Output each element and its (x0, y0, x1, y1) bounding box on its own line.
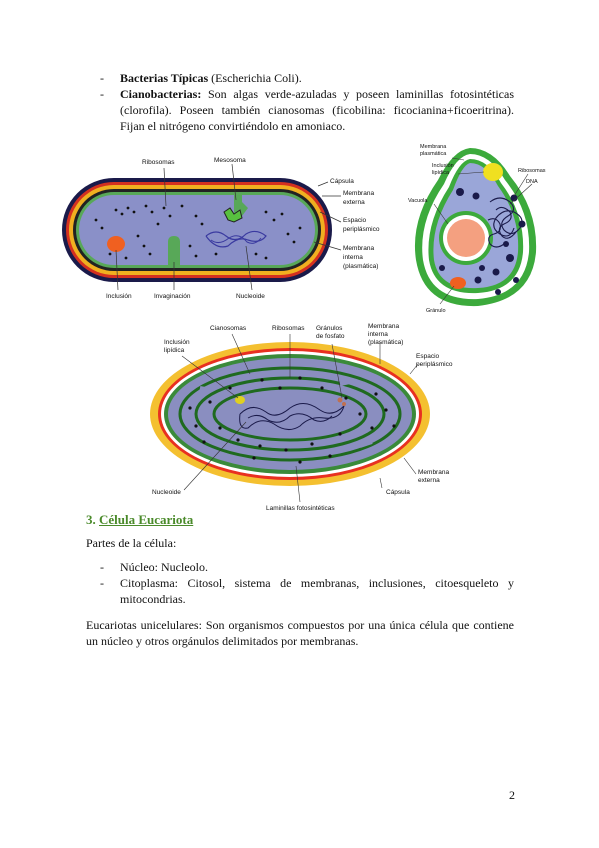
label-vacuola: Vacuola (408, 198, 428, 204)
label-nucleoide: Nucleoide (152, 489, 181, 496)
label-granulos: Gránulos (316, 325, 343, 332)
label-capsula: Cápsula (330, 178, 354, 185)
label-espacio: Espacio (416, 353, 440, 360)
cyanobacteria-cell-diagram: Membrana plasmática Inclusión lipídica R… (408, 144, 546, 314)
label-granulo: Gránulo (426, 308, 446, 314)
bullet-dash: - (100, 560, 104, 574)
bullet-dash: - (100, 71, 104, 85)
label-inclusion: Inclusión (164, 339, 190, 346)
label-membrana-interna-3: (plasmática) (343, 263, 378, 270)
list-item: - Citoplasma: Citosol, sistema de membra… (100, 575, 514, 607)
label-membrana-externa: Membrana (418, 469, 449, 476)
partes-list: - Núcleo: Nucleolo. - Citoplasma: Citoso… (100, 559, 514, 607)
granule-shape (450, 277, 466, 289)
bullet-dash: - (100, 87, 104, 101)
label-espacio-2: periplásmico (343, 226, 380, 233)
section-heading: 3. Célula Eucariota (86, 512, 193, 528)
list-item-text: Núcleo: Nucleolo. (120, 560, 208, 574)
cytoplasm-shape (79, 195, 315, 265)
intro-bullet-list: - Bacterias Típicas (Escherichia Coli). … (100, 70, 514, 134)
cyanobacteria-oval-diagram: Inclusión lipídica Cianosomas Ribosomas … (150, 323, 453, 512)
ribosome-dots (188, 376, 396, 464)
lipid-inclusion-shape (235, 396, 245, 404)
label-espacio: Espacio (343, 217, 367, 224)
eucariotas-paragraph: Eucariotas unicelulares: Son organismos … (86, 618, 514, 648)
label-espacio-2: periplásmico (416, 361, 453, 368)
label-nucleoide: Nucleoide (236, 293, 265, 300)
label-invaginacion: Invaginación (154, 293, 191, 300)
list-item-text: Son algas verde-azuladas y poseen lamini… (120, 87, 514, 133)
label-ribosomas: Ribosomas (518, 168, 546, 174)
label-capsula: Cápsula (386, 489, 410, 496)
list-item: - Cianobacterias: Son algas verde-azulad… (100, 86, 514, 134)
label-membrana-interna-2: interna (343, 254, 363, 261)
list-item-bold: Cianobacterias: (120, 87, 202, 101)
label-membrana-externa: Membrana (343, 190, 374, 197)
list-item-text: (Escherichia Coli). (208, 71, 302, 85)
label-membrana-2: plasmática (420, 151, 447, 157)
dna-shape (487, 197, 523, 248)
label-inclusion-2: lipídica (164, 347, 185, 354)
bullet-dash: - (100, 576, 104, 590)
label-laminillas: Laminillas fotosintéticas (266, 505, 335, 512)
ribosome-dots (94, 204, 302, 260)
label-cianosomas: Cianosomas (210, 325, 247, 332)
nucleoid-shape (239, 403, 346, 430)
label-ribosomas: Ribosomas (142, 159, 175, 166)
partes-intro: Partes de la célula: (86, 536, 177, 550)
section-number: 3. (86, 512, 96, 527)
label-granulos-2: de fosfato (316, 333, 345, 340)
label-inclusion: Inclusión (106, 293, 132, 300)
label-membrana-interna-2: interna (368, 331, 388, 338)
label-dna: DNA (526, 179, 538, 185)
list-item-bold: Bacterias Típicas (120, 71, 209, 85)
invagination-shape (168, 236, 180, 268)
ribosome-dots (439, 188, 526, 295)
list-item-text: Citoplasma: Citosol, sistema de membrana… (120, 576, 514, 606)
label-inclusion: Inclusión (432, 163, 454, 169)
bacteria-diagram: Ribosomas Mesosoma Cápsula Membrana exte… (62, 157, 380, 300)
label-membrana-interna: Membrana (368, 323, 399, 330)
lipid-inclusion-shape (483, 163, 503, 181)
label-membrana-interna: Membrana (343, 245, 374, 252)
page-number: 2 (509, 788, 515, 802)
label-mesosoma: Mesosoma (214, 157, 246, 164)
list-item: - Núcleo: Nucleolo. (100, 559, 514, 575)
nucleoid-shape (205, 230, 267, 248)
label-membrana-externa-2: externa (343, 199, 365, 206)
label-ribosomas: Ribosomas (272, 325, 305, 332)
label-inclusion-2: lipídica (432, 170, 450, 176)
label-membrana: Membrana (420, 144, 447, 150)
list-item: - Bacterias Típicas (Escherichia Coli). (100, 70, 514, 86)
inclusion-shape (107, 236, 125, 252)
label-membrana-externa-2: externa (418, 477, 440, 484)
label-membrana-interna-3: (plasmática) (368, 339, 403, 346)
section-title: Célula Eucariota (99, 512, 194, 527)
